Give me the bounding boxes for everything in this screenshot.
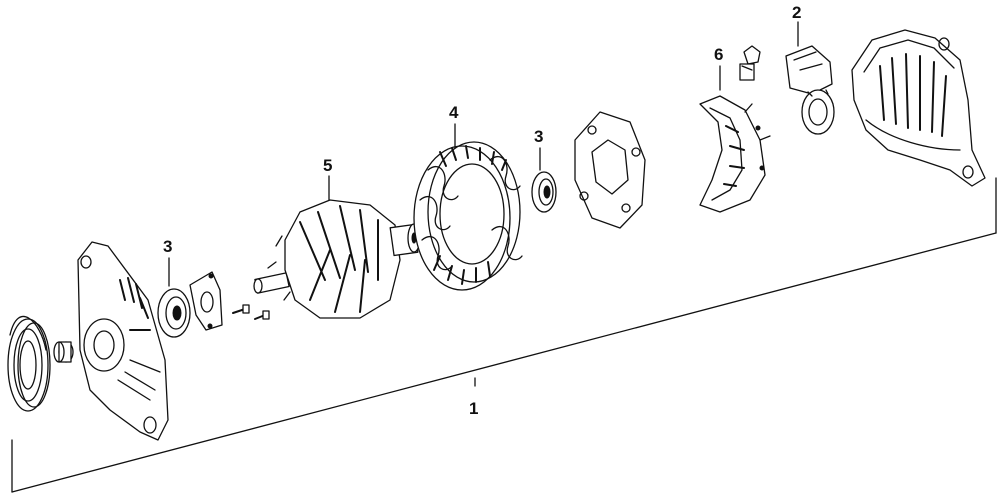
regulator — [785, 45, 835, 135]
rear-bearing — [531, 171, 557, 213]
rear-cover — [851, 29, 986, 187]
drive-end-housing — [77, 241, 169, 441]
rotor — [253, 199, 421, 319]
callout-1-assembly: 1 — [469, 399, 478, 418]
retainer-plate — [189, 271, 223, 331]
stator — [413, 141, 523, 291]
front-bearing — [157, 288, 191, 338]
brush-holder — [739, 45, 761, 81]
rectifier — [699, 95, 771, 213]
insulator-disc — [574, 111, 646, 229]
callout-3-rear-bearing: 3 — [534, 127, 543, 146]
callout-2-regulator: 2 — [792, 3, 801, 22]
callout-4-stator: 4 — [449, 103, 459, 122]
callout-3-front-bearing: 3 — [163, 237, 172, 256]
assembly-bracket — [11, 177, 997, 493]
screws — [232, 304, 270, 320]
pulley — [7, 315, 51, 412]
spacer-collar — [53, 341, 74, 363]
callout-5-rotor: 5 — [323, 156, 332, 175]
callout-6-rectifier: 6 — [714, 45, 723, 64]
